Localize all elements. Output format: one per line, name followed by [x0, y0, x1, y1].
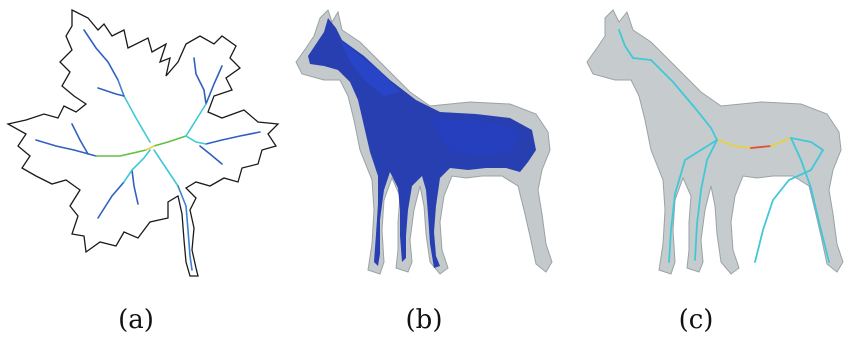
horse-b-svg [280, 0, 570, 290]
leaf-skeleton-figure [0, 0, 290, 290]
leaf-skeleton [36, 30, 260, 270]
horse-b-body [296, 10, 552, 274]
caption-c: (c) [656, 305, 736, 335]
leaf-svg [0, 0, 290, 290]
caption-a: (a) [96, 305, 176, 335]
horse-skeleton-figure [575, 0, 854, 290]
horse-c-svg [575, 0, 854, 290]
caption-b: (b) [384, 305, 464, 335]
horse-volume-figure [280, 0, 570, 290]
